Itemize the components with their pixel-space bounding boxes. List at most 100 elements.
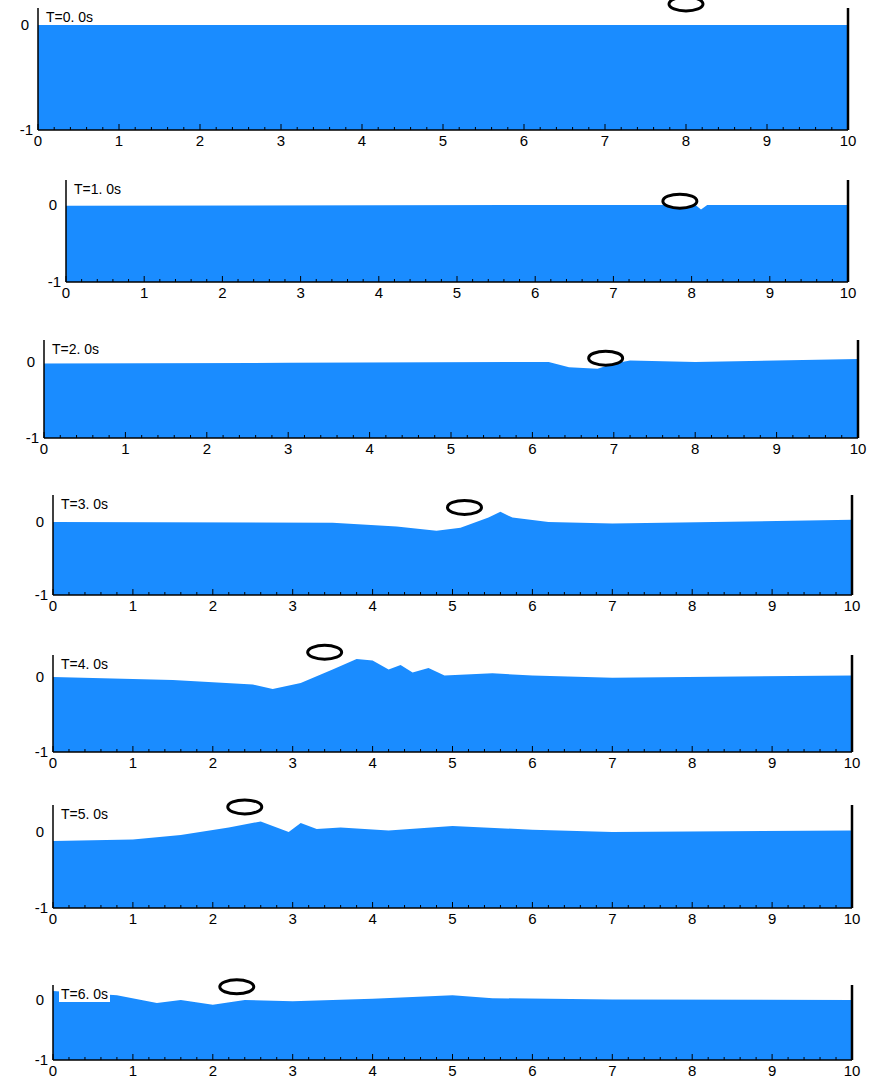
water-region: [44, 359, 858, 438]
x-tick: [340, 905, 341, 908]
x-tick: [596, 1057, 597, 1060]
x-tick: [223, 435, 224, 438]
x-tick: [418, 435, 419, 438]
x-tick: [708, 592, 709, 595]
x-tick: [116, 592, 117, 595]
x-tick: [228, 905, 229, 908]
panel: [53, 980, 852, 1060]
tick-label: 4: [368, 911, 376, 927]
x-tick: [676, 749, 677, 752]
x-tick: [253, 279, 254, 282]
x-tick: [675, 279, 676, 282]
x-tick: [232, 127, 233, 130]
x-tick: [760, 435, 761, 438]
tick-label: 8: [691, 441, 699, 457]
x-tick: [363, 279, 364, 282]
x-tick: [388, 905, 389, 908]
x-tick: [324, 592, 325, 595]
tick-label: 7: [601, 133, 609, 149]
x-tick: [164, 905, 165, 908]
x-tick: [212, 902, 213, 908]
x-tick: [597, 279, 598, 282]
x-tick: [196, 905, 197, 908]
x-tick: [660, 1057, 661, 1060]
x-tick: [141, 435, 142, 438]
x-tick: [809, 435, 810, 438]
x-tick: [831, 127, 832, 130]
x-tick: [628, 592, 629, 595]
x-tick: [244, 905, 245, 908]
tick-label: 10: [850, 441, 867, 457]
x-tick: [222, 276, 223, 282]
x-tick: [68, 592, 69, 595]
x-tick: [637, 127, 638, 130]
x-tick: [772, 589, 773, 595]
x-tick: [468, 592, 469, 595]
x-tick: [281, 124, 282, 130]
x-tick: [628, 905, 629, 908]
x-tick: [300, 276, 301, 282]
x-tick: [284, 279, 285, 282]
tick-label: 1: [129, 755, 137, 771]
tick-label: 7: [608, 755, 616, 771]
tick-label: 1: [129, 1063, 137, 1079]
x-tick: [356, 905, 357, 908]
x-tick: [644, 592, 645, 595]
x-tick: [754, 279, 755, 282]
tick-label: -1: [35, 587, 48, 603]
x-tick: [102, 127, 103, 130]
time-label: T=4. 0s: [59, 656, 110, 672]
tick-label: 5: [439, 133, 447, 149]
x-tick: [816, 279, 817, 282]
x-tick: [436, 592, 437, 595]
x-tick: [70, 127, 71, 130]
x-tick: [116, 1057, 117, 1060]
x-tick: [852, 1054, 853, 1060]
tick-label: 1: [115, 133, 123, 149]
tick-label: 10: [840, 285, 857, 301]
x-tick: [564, 435, 565, 438]
time-label: T=6. 0s: [59, 986, 110, 1002]
x-tick: [356, 749, 357, 752]
x-tick: [100, 592, 101, 595]
x-tick: [372, 746, 373, 752]
x-tick: [196, 1057, 197, 1060]
tick-label: 6: [528, 1063, 536, 1079]
x-tick: [756, 1057, 757, 1060]
x-tick: [724, 1057, 725, 1060]
x-tick: [191, 279, 192, 282]
x-tick: [820, 905, 821, 908]
tick-label: 0: [36, 669, 44, 685]
x-tick: [402, 435, 403, 438]
x-tick: [452, 902, 453, 908]
x-tick: [388, 1057, 389, 1060]
x-tick: [116, 905, 117, 908]
x-tick: [724, 749, 725, 752]
tick-label: 5: [448, 755, 456, 771]
y-axis: [52, 985, 54, 1060]
x-tick: [801, 279, 802, 282]
x-tick: [692, 1054, 693, 1060]
x-tick: [340, 749, 341, 752]
tick-label: -1: [48, 274, 61, 290]
x-tick: [308, 749, 309, 752]
x-tick: [148, 905, 149, 908]
x-tick: [788, 592, 789, 595]
x-tick: [582, 279, 583, 282]
tick-label: 1: [129, 911, 137, 927]
x-tick: [260, 905, 261, 908]
x-tick: [86, 127, 87, 130]
x-tick: [269, 279, 270, 282]
tick-label: 4: [368, 755, 376, 771]
x-tick: [362, 124, 363, 130]
tick-label: 6: [528, 911, 536, 927]
y-axis: [52, 495, 54, 595]
x-tick: [832, 279, 833, 282]
x-tick: [756, 905, 757, 908]
tick-label: 0: [62, 285, 70, 301]
x-tick: [190, 435, 191, 438]
x-tick: [436, 749, 437, 752]
x-tick: [255, 435, 256, 438]
tick-label: 6: [528, 441, 536, 457]
x-tick: [660, 905, 661, 908]
